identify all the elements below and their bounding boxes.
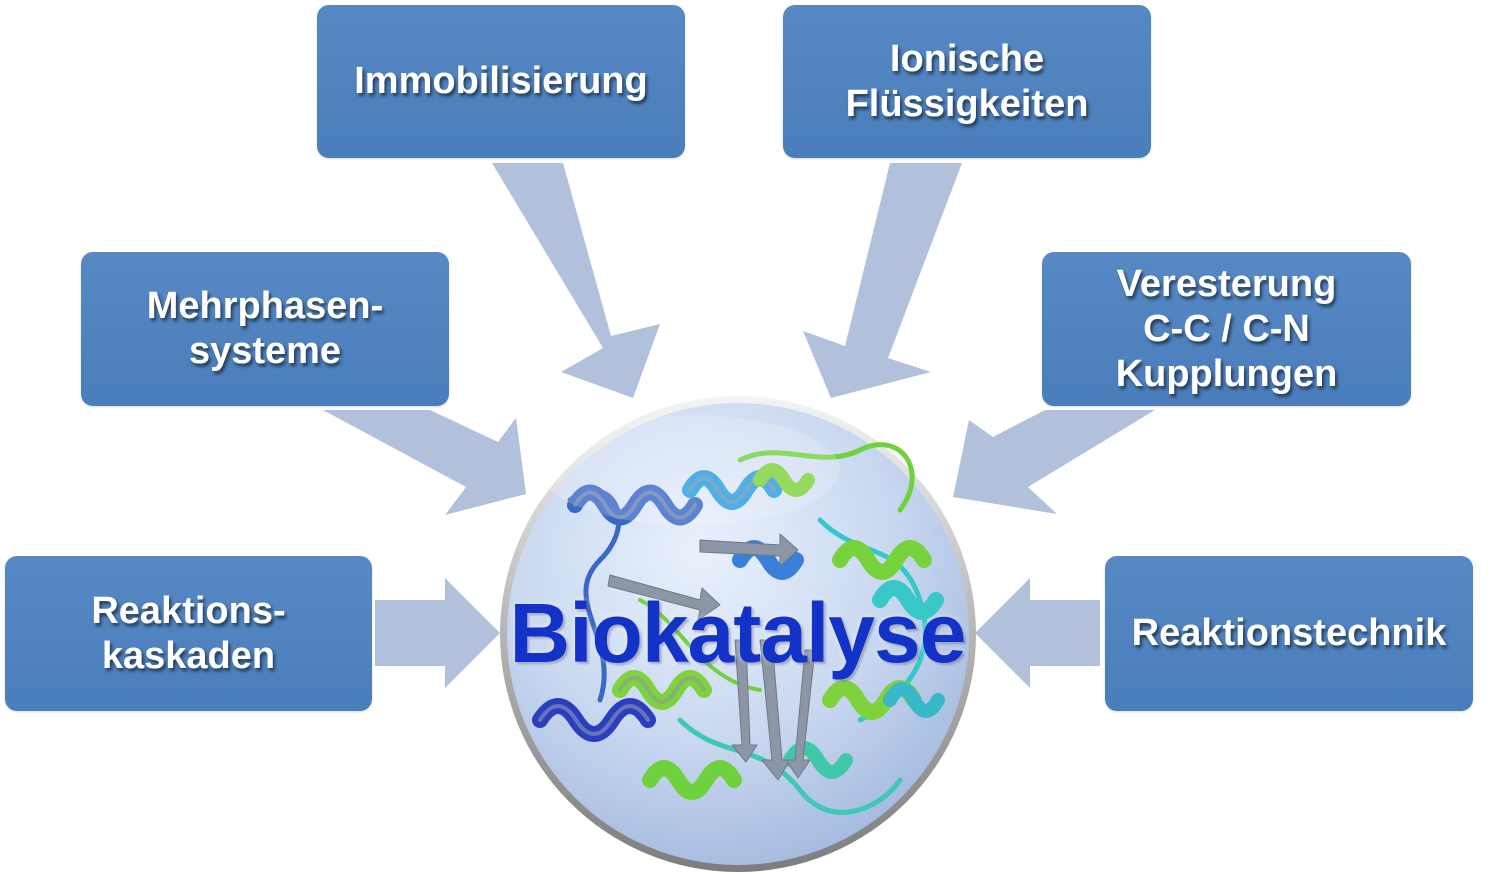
node-reaktionstechnik: Reaktionstechnik: [1105, 556, 1473, 711]
sphere-highlight: [540, 415, 840, 525]
arrow-ionische: [803, 163, 962, 398]
node-label: Immobilisierung: [354, 60, 648, 102]
node-veresterung: Veresterung C-C / C-N Kupplungen: [1042, 252, 1411, 406]
node-label: Reaktionstechnik: [1131, 612, 1447, 654]
node-label: Flüssigkeiten: [845, 82, 1089, 125]
node-mehrphasensysteme: Mehrphasen- systeme: [81, 252, 449, 406]
node-label: Reaktions-: [91, 589, 286, 632]
node-label: kaskaden: [101, 634, 276, 677]
node-label: systeme: [188, 330, 342, 372]
arrow-veresterung: [953, 410, 1155, 514]
node-label: Veresterung: [1116, 262, 1337, 305]
node-label: C-C / C-N: [1143, 307, 1310, 350]
node-ionische-fluessigkeiten: Ionische Flüssigkeiten: [783, 5, 1151, 158]
arrow-mehrphasen: [323, 410, 526, 515]
node-label: Mehrphasen-: [146, 285, 384, 327]
node-label: Kupplungen: [1115, 352, 1338, 395]
arrow-reaktionskaskaden: [375, 578, 500, 688]
node-reaktionskaskaden: Reaktions- kaskaden: [5, 556, 372, 711]
protein-ribbon-icon: [532, 442, 945, 815]
arrow-reaktionstechnik: [975, 578, 1100, 688]
arrow-immobilisierung: [492, 163, 660, 398]
node-immobilisierung: Immobilisierung: [317, 5, 685, 158]
node-label: Ionische: [889, 37, 1045, 80]
arrows: [323, 163, 1155, 688]
center-label: Biokatalyse: [509, 586, 967, 680]
